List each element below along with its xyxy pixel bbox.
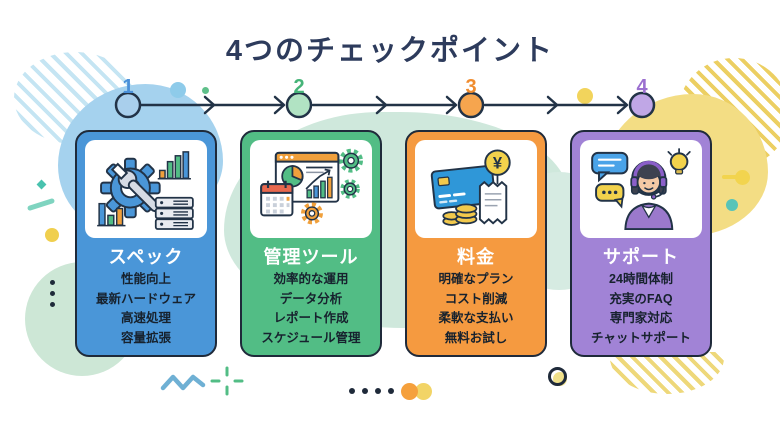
yellow-key-dot	[735, 170, 750, 185]
card-support-title: サポート	[603, 247, 679, 267]
support-agent-icon	[624, 160, 674, 231]
list-item: 最新ハードウェア	[95, 291, 196, 306]
gear-icon	[300, 202, 323, 225]
card-pricing-title: 料金	[457, 247, 495, 267]
list-item: レポート作成	[273, 311, 349, 325]
arrowhead-icon	[616, 95, 629, 115]
list-item: 容量拡張	[120, 330, 171, 345]
wrench-icon	[110, 162, 161, 213]
card-support: サポート 24時間体制 充実のFAQ 専門家対応 チャットサポート	[570, 130, 712, 357]
support-agent-headset-icon	[591, 148, 691, 231]
list-item: 充実のFAQ	[609, 291, 673, 306]
dot-row-1	[349, 388, 355, 394]
small-green-dot	[202, 87, 209, 94]
yellow-dot-top	[577, 88, 593, 104]
arrowhead-icon	[445, 95, 458, 115]
list-item: 24時間体制	[609, 272, 673, 286]
zigzag-icon	[160, 374, 206, 391]
dot-column-2	[50, 291, 55, 296]
yellow-key-tail	[722, 175, 737, 179]
card-management-iconbox	[250, 140, 372, 238]
teal-diamond	[36, 179, 47, 190]
yellow-circle-bottom	[415, 383, 432, 400]
yellow-dot-left	[45, 228, 59, 242]
list-item: 性能向上	[120, 272, 171, 286]
list-item: コスト削減	[444, 291, 508, 306]
step-number-3: 3	[465, 76, 477, 98]
credit-card-coins-receipt-yen-icon: ¥	[430, 149, 511, 226]
card-management-tools: 管理ツール 効率的な運用 データ分析 レポート作成 スケジュール管理	[240, 130, 382, 357]
list-item: データ分析	[279, 291, 343, 306]
bar-chart-bottom-icon	[97, 202, 126, 227]
ring-outline	[548, 367, 567, 386]
teal-dot-right	[726, 199, 738, 211]
sparkle-plus-icon	[210, 366, 244, 396]
step-number-4: 4	[636, 76, 648, 98]
arrowhead-icon	[273, 95, 286, 115]
step-number-2: 2	[293, 76, 305, 98]
bar-chart-icon	[306, 176, 333, 199]
list-item: スケジュール管理	[261, 330, 361, 345]
gear-icon	[340, 179, 360, 199]
lightbulb-icon	[667, 148, 691, 175]
dot-row-3	[375, 388, 381, 394]
teal-dash	[26, 197, 56, 212]
card-specs: スペック 性能向上 最新ハードウェア 高速処理 容量拡張	[75, 130, 217, 357]
list-item: 明確なプラン	[438, 272, 514, 286]
card-specs-items: 性能向上 最新ハードウェア 高速処理 容量拡張	[77, 270, 215, 348]
card-pricing-iconbox: ¥	[415, 140, 537, 238]
card-management-items: 効率的な運用 データ分析 レポート作成 スケジュール管理	[242, 270, 380, 348]
process-timeline	[114, 91, 656, 119]
list-item: 高速処理	[120, 311, 171, 325]
chat-bubble-icon	[591, 151, 629, 183]
dashboard-analytics-calendar-gears-icon	[260, 148, 364, 225]
list-item: 柔軟な支払い	[438, 311, 514, 325]
page-title: 4つのチェックポイント	[225, 35, 555, 67]
orange-circle-bottom	[401, 383, 418, 400]
card-pricing: ¥ 料金 明確なプラン コスト削減 柔軟な支払い 無料お試し	[405, 130, 547, 357]
gear-wrench-chart-server-icon	[97, 151, 194, 230]
step-number-1: 1	[122, 76, 134, 98]
trend-line-icon	[305, 169, 331, 190]
card-pricing-items: 明確なプラン コスト削減 柔軟な支払い 無料お試し	[407, 270, 545, 348]
dot-row-4	[388, 388, 394, 394]
stripes-pattern-bottom-right	[610, 352, 724, 394]
server-icon	[154, 196, 194, 230]
step-node-2	[285, 91, 313, 119]
yen-badge-icon: ¥	[484, 149, 511, 176]
list-item: 効率的な運用	[273, 272, 349, 286]
typing-bubble-icon	[595, 183, 625, 209]
yen-symbol: ¥	[493, 153, 503, 172]
step-node-3	[457, 91, 485, 119]
card-specs-iconbox	[85, 140, 207, 238]
chevron-icon	[375, 95, 388, 115]
bar-chart-top-icon	[157, 151, 191, 180]
dot-column-1	[50, 280, 55, 285]
list-item: 専門家対応	[609, 311, 673, 325]
chevron-icon	[203, 95, 216, 115]
card-support-iconbox	[580, 140, 702, 238]
step-node-4	[628, 91, 656, 119]
card-specs-title: スペック	[108, 247, 184, 267]
dot-row-2	[362, 388, 368, 394]
step-node-1	[114, 91, 142, 119]
headset-band-icon	[633, 160, 665, 177]
card-management-title: 管理ツール	[263, 247, 359, 267]
coins-icon	[442, 203, 478, 226]
receipt-icon	[478, 180, 508, 225]
lightblue-dot	[170, 82, 186, 98]
list-item: 無料お試し	[444, 330, 508, 345]
chevron-icon	[546, 95, 559, 115]
dot-column-3	[50, 302, 55, 307]
list-item: チャットサポート	[591, 330, 691, 345]
card-support-items: 24時間体制 充実のFAQ 専門家対応 チャットサポート	[572, 270, 710, 348]
gear-icon	[339, 148, 364, 173]
calendar-icon	[260, 180, 294, 217]
